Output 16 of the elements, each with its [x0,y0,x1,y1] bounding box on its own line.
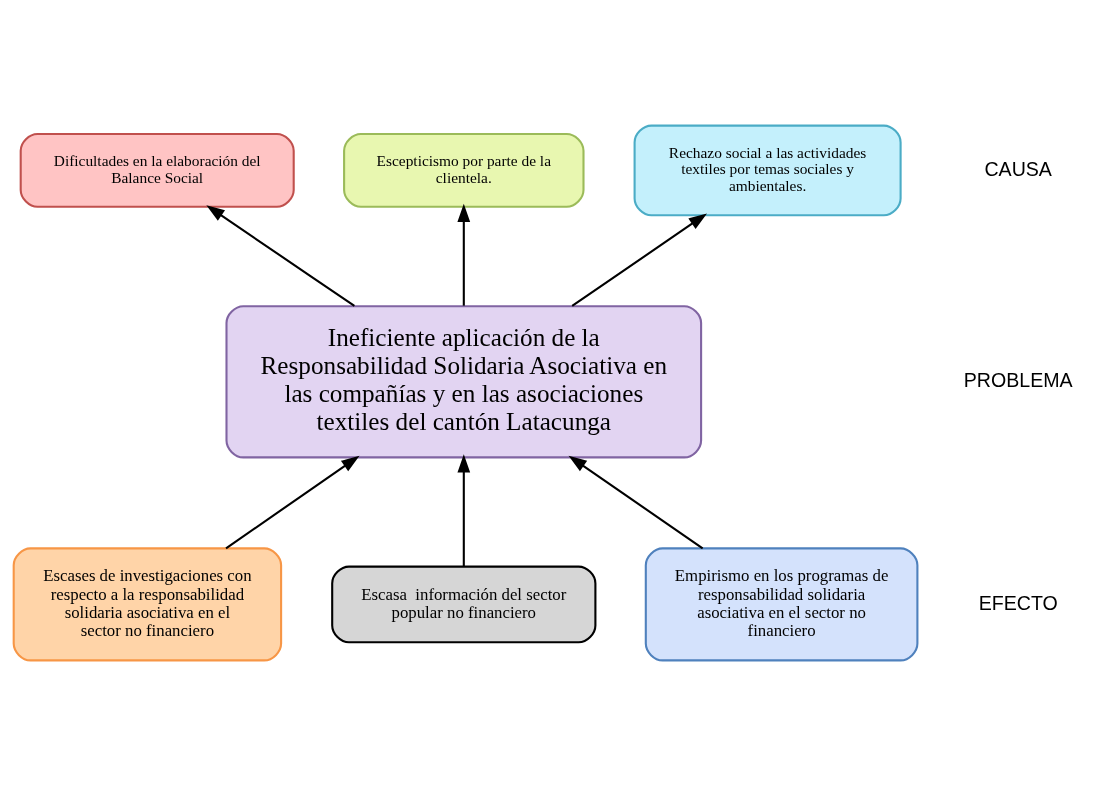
arrow [225,455,360,549]
node-box: Dificultades en la elaboración del Balance Social [19,132,295,208]
label: PROBLEMA [963,368,1073,391]
node-box: Rechazo social a las actividades textiles por temas sociales y ambientales. [633,124,902,216]
node-box: Escepticismo por parte de la clientela. [343,132,585,208]
node-box: Escases de investigaciones con respecto a la responsabilidad solidaria asociativa en el sector no financiero [12,546,283,661]
node-box: Empirismo en los programas de responsabilidad solidaria asociativa en el sector no financiero [644,546,919,661]
arrow [457,203,471,306]
arrow [206,204,355,307]
label: CAUSA [984,157,1052,180]
node-box: Ineficiente aplicación de la Responsabilidad Solidaria Asociativa en las compañías y en las asociaciones textiles del cantón Latacunga [225,304,703,458]
arrow [571,212,707,307]
arrow [568,455,704,549]
arrow [457,453,471,566]
label: EFECTO [978,591,1058,614]
node-box: Escasa información del sector popular no financiero [331,565,597,643]
